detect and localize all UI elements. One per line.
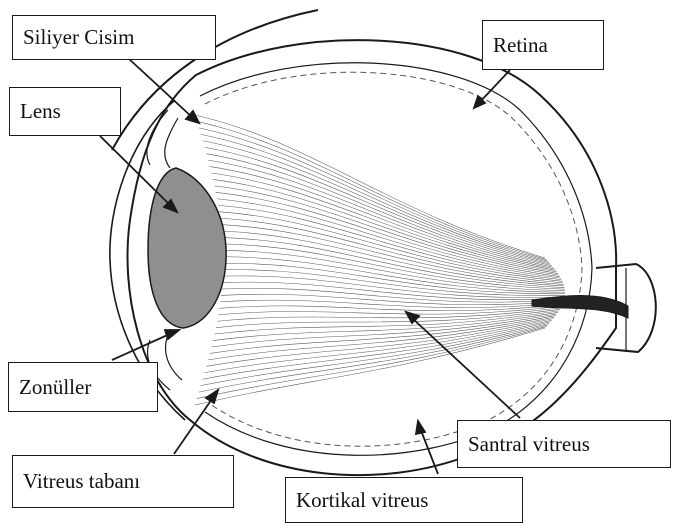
- label-santral-vitreus: Santral vitreus: [457, 420, 671, 468]
- vitreous-fiber: [217, 308, 561, 321]
- retina-layer: [200, 63, 592, 456]
- label-siliyer-cisim: Siliyer Cisim: [12, 15, 216, 60]
- optic-nerve-core: [532, 296, 628, 319]
- label-kortikal-vitreus: Kortikal vitreus: [285, 477, 523, 523]
- vitreous-fiber: [197, 326, 546, 398]
- vitreous-fiber: [201, 323, 549, 385]
- vitreous-fiber: [222, 231, 564, 286]
- vitreus-tabani-arrow: [174, 396, 214, 454]
- ciliary-body-upper: [147, 110, 178, 168]
- vitreous-fiber: [199, 128, 548, 261]
- label-vitreus-tabani: Vitreus tabanı: [12, 455, 234, 508]
- label-lens: Lens: [9, 87, 121, 136]
- label-zonuller: Zonüller: [8, 362, 158, 412]
- lens-arrow: [100, 136, 172, 207]
- lens-shape: [148, 168, 226, 328]
- vitreous-fiber: [223, 257, 565, 292]
- vitreous-fibers: [195, 115, 565, 405]
- vitreous-fiber: [195, 115, 545, 258]
- zonuller-arrow: [112, 333, 172, 360]
- vitreous-fiber: [223, 250, 565, 290]
- label-retina: Retina: [482, 20, 604, 70]
- vitreous-fiber: [214, 311, 558, 334]
